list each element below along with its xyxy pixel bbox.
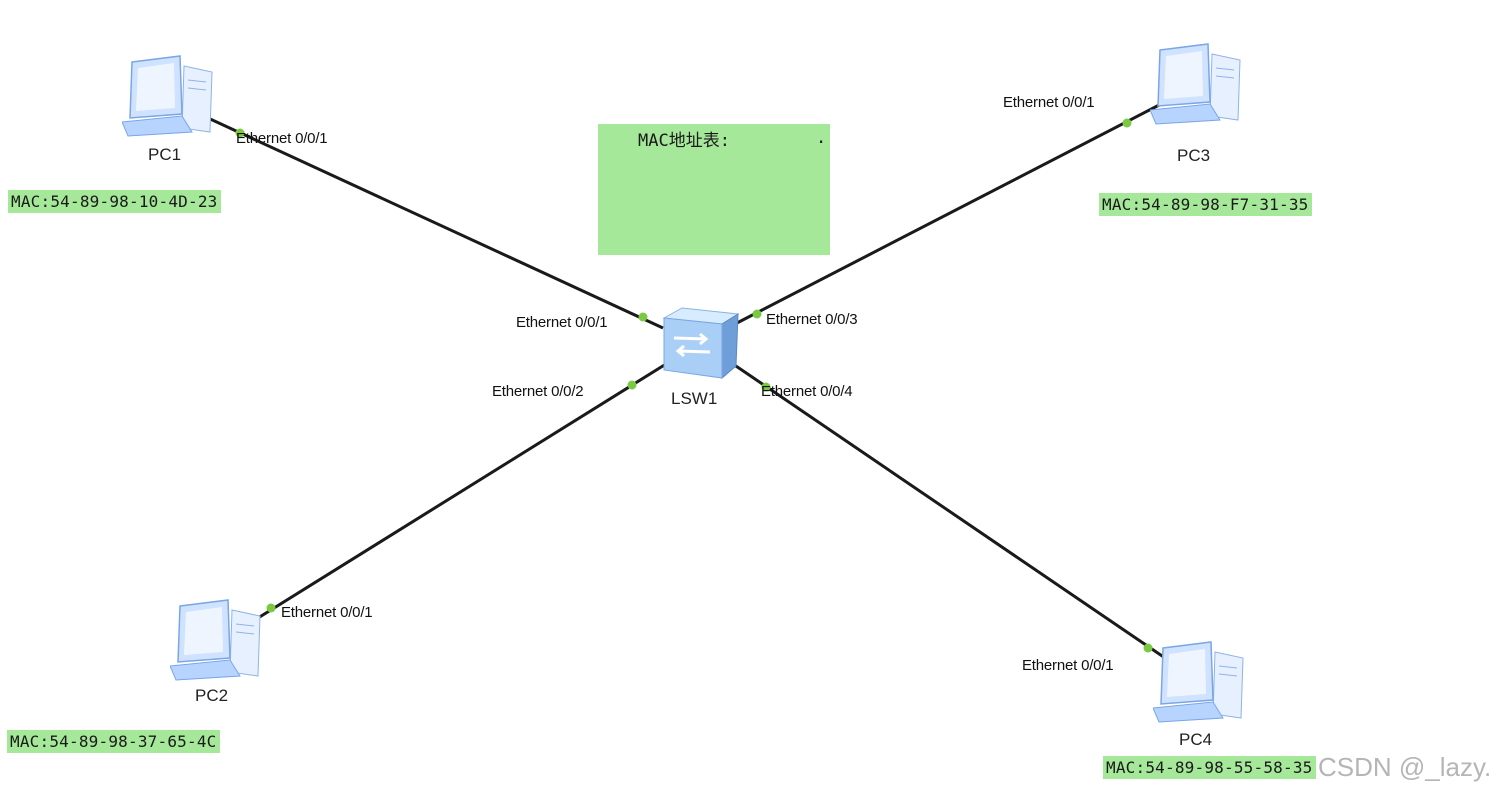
pc4-port-label: Ethernet 0/0/1 <box>1022 657 1114 674</box>
port-dot-pc3 <box>1122 118 1132 128</box>
pc-icon <box>122 55 213 137</box>
link-pc1-lsw1[interactable] <box>207 116 664 330</box>
pc-icon <box>1153 641 1244 723</box>
link-pc2-lsw1[interactable] <box>257 362 667 620</box>
mac-table-mark: . <box>816 128 827 148</box>
switch-icon <box>662 307 740 380</box>
lsw1-node[interactable] <box>660 306 740 380</box>
pc3-mac-label: MAC:54-89-98-F7-31-35 <box>1099 193 1312 216</box>
pc-icon <box>1150 43 1241 125</box>
port-dot-pc1 <box>235 128 245 138</box>
mac-table-title: MAC地址表: <box>638 131 730 151</box>
pc2-mac-label: MAC:54-89-98-37-65-4C <box>7 730 220 753</box>
lsw1-port-e1-label: Ethernet 0/0/1 <box>516 314 608 331</box>
lsw1-label: LSW1 <box>671 389 718 408</box>
pc2-port-label: Ethernet 0/0/1 <box>281 604 373 621</box>
pc3-port-label: Ethernet 0/0/1 <box>1003 94 1095 111</box>
link-pc4-lsw1[interactable] <box>732 362 1169 662</box>
pc2-label: PC2 <box>195 686 229 705</box>
pc1-label: PC1 <box>148 145 182 164</box>
pc3-node[interactable] <box>1150 40 1242 130</box>
pc1-node[interactable] <box>122 52 214 142</box>
lsw1-port-e3-label: Ethernet 0/0/3 <box>766 311 858 328</box>
port-dot-pc4 <box>1143 643 1153 653</box>
port-dot-pc2 <box>266 603 276 613</box>
port-dot-lsw1-e2 <box>627 380 637 390</box>
port-dot-lsw1-e4 <box>761 382 771 392</box>
port-dot-lsw1-e1 <box>638 312 648 322</box>
port-dot-lsw1-e3 <box>752 309 762 319</box>
lsw1-port-e2-label: Ethernet 0/0/2 <box>492 383 584 400</box>
link-pc3-lsw1[interactable] <box>734 100 1166 326</box>
pc4-mac-label: MAC:54-89-98-55-58-35 <box>1103 756 1316 779</box>
pc4-node[interactable] <box>1153 638 1245 728</box>
pc1-port-label: Ethernet 0/0/1 <box>236 130 328 147</box>
lsw1-port-e4-label: Ethernet 0/0/4 <box>761 383 853 400</box>
pc-icon <box>170 599 261 681</box>
mac-table-box[interactable]: MAC地址表: . <box>598 124 830 255</box>
pc3-label: PC3 <box>1177 146 1211 165</box>
pc1-mac-label: MAC:54-89-98-10-4D-23 <box>8 190 221 213</box>
watermark: CSDN @_lazy. <box>1318 752 1492 782</box>
pc2-node[interactable] <box>170 596 262 686</box>
pc4-label: PC4 <box>1179 730 1213 749</box>
